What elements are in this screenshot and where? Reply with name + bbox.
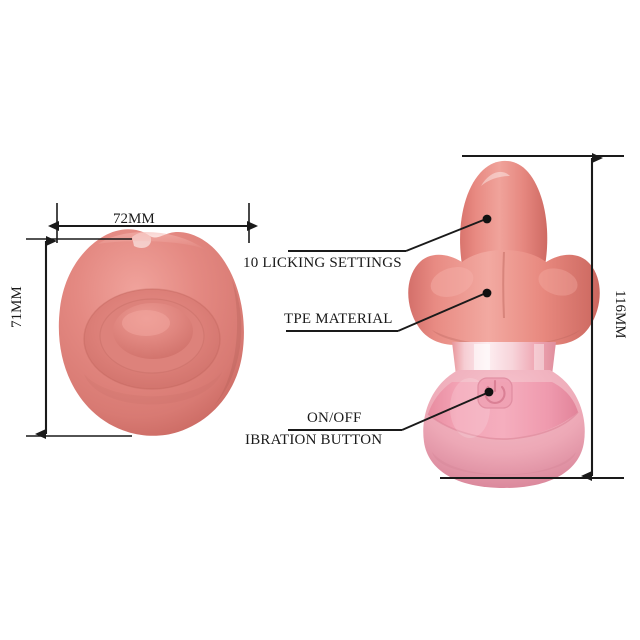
lips-inner-ring-outline [83, 288, 221, 390]
lips-tongue-highlight [122, 310, 170, 336]
annotation-onoff-line2: IBRATION BUTTON [245, 432, 383, 448]
device-side-view [408, 160, 600, 488]
dimension-72mm [48, 203, 258, 243]
dimension-label-71mm: 71MM [9, 286, 25, 328]
leader-onoff-diagonal [401, 392, 488, 431]
leader-tpe-diagonal [397, 292, 487, 332]
leader-onoff-dot [484, 387, 494, 397]
lips-rim-shadow [214, 280, 242, 406]
leader-tpe-dot [482, 288, 492, 298]
leader-licking-diagonal [405, 218, 487, 252]
device-tongue-tip [460, 160, 548, 266]
annotation-tpe-material: TPE MATERIAL [284, 311, 393, 327]
device-tip-highlight [481, 171, 510, 186]
device-control-band [428, 382, 578, 439]
leader-licking-dot [482, 214, 492, 224]
device-neck-gloss-right [534, 344, 544, 388]
leader-tpe-material [286, 288, 492, 332]
lips-front-view [58, 229, 244, 436]
annotation-licking-settings: 10 LICKING SETTINGS [243, 255, 402, 271]
dimension-label-116mm: 116MM [612, 290, 628, 339]
annotation-onoff-line1: ON/OFF [307, 410, 362, 426]
device-head-bottom-shadow [432, 330, 580, 346]
dimension-label-72mm: 72MM [113, 211, 155, 227]
power-button-plate[interactable] [477, 377, 513, 409]
device-head-crease [502, 251, 505, 319]
leader-onoff-button [288, 387, 494, 431]
lips-top-sheen [98, 231, 206, 250]
dimension-71mm [26, 236, 132, 439]
lips-lower-shadow [84, 372, 222, 405]
device-band-edge [427, 411, 579, 440]
device-head-highlight-right [538, 268, 578, 296]
device-head-highlight-left [430, 267, 474, 297]
dimension-116mm [440, 153, 624, 481]
leader-licking-settings [288, 214, 492, 252]
